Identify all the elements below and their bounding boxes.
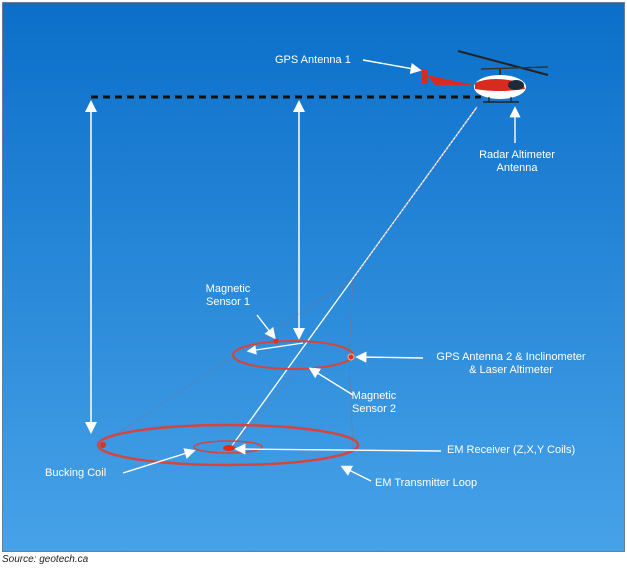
label-radar-altimeter-line2: Antenna bbox=[496, 162, 538, 174]
label-radar-altimeter-line1: Radar Altimeter bbox=[479, 149, 555, 161]
suspension-rope-2 bbox=[348, 278, 354, 360]
label-magnetic-sensor-2-line1: Magnetic bbox=[351, 390, 397, 402]
magnetometer-span-arrow bbox=[246, 342, 304, 355]
em-receiver-arrow bbox=[234, 443, 442, 455]
magnetic-sensor-2-arrow bbox=[308, 367, 354, 396]
tow-cable-shadow bbox=[352, 106, 478, 280]
gps-antenna-1-arrow bbox=[362, 59, 422, 75]
magnetic-sensor-1-dot bbox=[273, 338, 279, 344]
gps-antenna-2-dot bbox=[347, 353, 355, 361]
label-magnetic-sensor-1-line2: Sensor 1 bbox=[205, 296, 251, 308]
transmitter-node bbox=[100, 442, 106, 448]
tail-boom bbox=[427, 75, 473, 85]
suspension-rope-5 bbox=[102, 352, 240, 444]
suspension-rope-3 bbox=[230, 362, 304, 448]
suspension-rope-4 bbox=[348, 358, 354, 450]
label-gps-antenna-2-line1: GPS Antenna 2 & Inclinometer bbox=[436, 351, 586, 363]
main-rotor-blade-2 bbox=[480, 66, 549, 70]
em-transmitter-loop bbox=[96, 423, 360, 467]
helicopter bbox=[422, 50, 549, 103]
label-em-receiver: EM Receiver (Z,X,Y Coils) bbox=[447, 444, 576, 456]
label-bucking-coil: Bucking Coil bbox=[45, 467, 107, 479]
cockpit-window bbox=[508, 80, 524, 90]
label-gps-antenna-2: GPS Antenna 2 & Inclinometer & Laser Alt… bbox=[419, 351, 603, 377]
label-magnetic-sensor-2: Magnetic Sensor 2 bbox=[339, 390, 409, 416]
diagram-canvas bbox=[3, 3, 624, 551]
label-magnetic-sensor-1-line1: Magnetic bbox=[205, 283, 251, 295]
label-radar-altimeter: Radar Altimeter Antenna bbox=[465, 149, 569, 175]
bucking-coil-loop bbox=[193, 440, 263, 454]
label-gps-antenna-1: GPS Antenna 1 bbox=[275, 54, 351, 66]
label-gps-antenna-2-line2: & Laser Altimeter bbox=[469, 364, 553, 376]
diagram-figure: GPS Antenna 1 Radar Altimeter Antenna Ma… bbox=[2, 2, 625, 552]
tail-fin bbox=[422, 69, 428, 83]
magnetic-sensor-1-arrow bbox=[256, 314, 276, 340]
gps-antenna-2-arrow bbox=[355, 351, 424, 363]
em-transmitter-loop-arrow bbox=[340, 465, 372, 482]
label-magnetic-sensor-2-line2: Sensor 2 bbox=[351, 403, 397, 415]
label-magnetic-sensor-1: Magnetic Sensor 1 bbox=[193, 283, 263, 309]
em-receiver-pod bbox=[223, 445, 235, 451]
bucking-coil-arrow bbox=[122, 448, 196, 474]
source-caption: Source: geotech.ca bbox=[2, 554, 89, 565]
label-em-transmitter-loop: EM Transmitter Loop bbox=[375, 477, 478, 489]
main-rotor bbox=[457, 50, 549, 76]
suspension-rope-1 bbox=[238, 278, 354, 354]
